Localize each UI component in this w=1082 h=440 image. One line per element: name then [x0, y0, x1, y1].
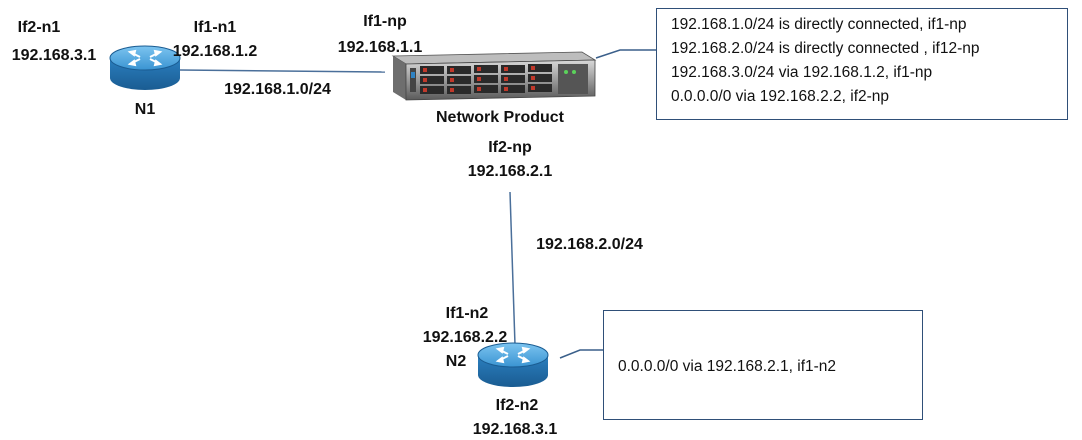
link-n1-np [179, 69, 386, 73]
np-if-bottom-label: If2-np [488, 139, 532, 156]
n1-if-left-label: If2-n1 [17, 19, 61, 36]
n2-ip-top-label: 192.168.2.2 [422, 329, 508, 346]
link-n1-np-subnet-label: 192.168.1.0/24 [224, 81, 331, 98]
router-n1-icon[interactable] [109, 45, 181, 90]
n2-if-bottom-label: If2-n2 [495, 397, 539, 414]
n2-name-label: N2 [445, 353, 467, 370]
n1-if-right-label: If1-n1 [193, 19, 237, 36]
np-ip-left-label: 192.168.1.1 [337, 39, 423, 56]
n1-ip-left-label: 192.168.3.1 [11, 47, 97, 64]
np-route-line: 192.168.2.0/24 is directly connected , i… [671, 40, 980, 57]
n2-ip-bottom-label: 192.168.3.1 [472, 421, 558, 438]
np-route-line: 192.168.3.0/24 via 192.168.1.2, if1-np [671, 64, 933, 81]
np-route-line: 0.0.0.0/0 via 192.168.2.2, if2-np [671, 88, 890, 105]
n1-ip-right-label: 192.168.1.2 [172, 43, 258, 60]
np-routing-table-box: 192.168.1.0/24 is directly connected, if… [656, 8, 1068, 120]
np-route-line: 192.168.1.0/24 is directly connected, if… [671, 16, 967, 33]
callout-connector-np [595, 49, 656, 59]
link-np-n2-subnet-label: 192.168.2.0/24 [536, 236, 643, 253]
n2-routing-table-box: 0.0.0.0/0 via 192.168.2.1, if1-n2 [603, 310, 923, 420]
np-if-left-label: If1-np [363, 13, 407, 30]
link-np-n2 [509, 191, 516, 346]
network-product-server-icon[interactable] [391, 51, 597, 101]
n2-if-top-label: If1-n2 [445, 305, 489, 322]
n2-route-line: 0.0.0.0/0 via 192.168.2.1, if1-n2 [618, 358, 837, 375]
n1-name-label: N1 [134, 101, 156, 118]
router-n2-icon[interactable] [477, 342, 549, 387]
np-name-label: Network Product [435, 109, 564, 126]
callout-connector-n2 [559, 349, 603, 359]
np-ip-bottom-label: 192.168.2.1 [467, 163, 553, 180]
